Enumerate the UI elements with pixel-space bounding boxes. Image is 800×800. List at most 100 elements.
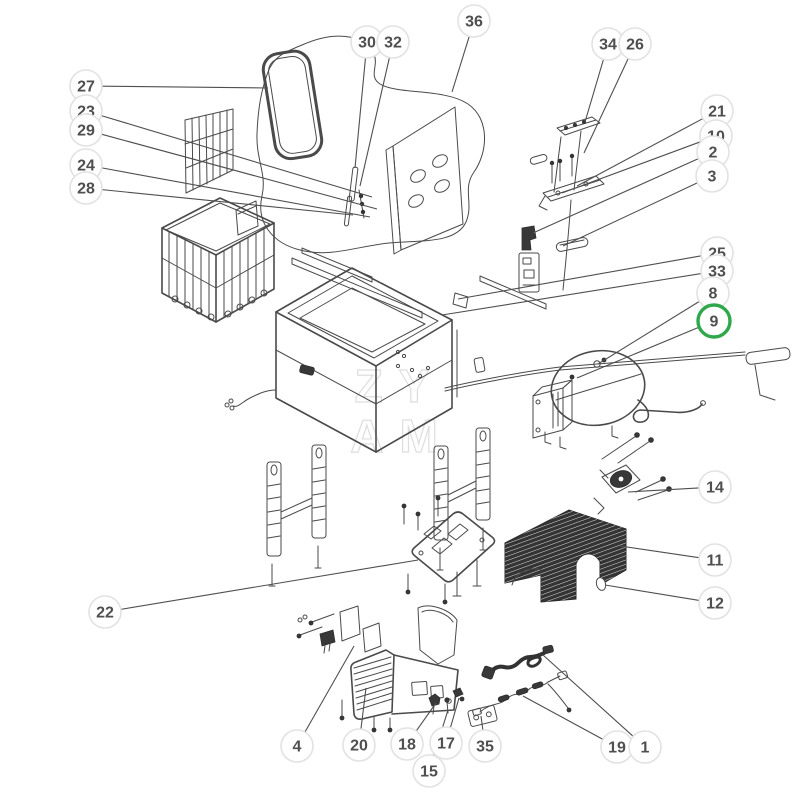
leader-line-20 bbox=[360, 687, 367, 730]
leader-line-19 bbox=[522, 695, 604, 740]
callout-ring[interactable] bbox=[280, 729, 314, 763]
leader-line-1 bbox=[542, 654, 634, 737]
lid-slide-rails bbox=[291, 247, 547, 398]
leader-line-21 bbox=[576, 118, 704, 187]
highlight-ring[interactable] bbox=[696, 303, 732, 339]
coil-grommet bbox=[595, 577, 607, 591]
callout-35[interactable]: 35 bbox=[468, 729, 502, 763]
leader-line-30 bbox=[354, 57, 367, 169]
leader-line-32 bbox=[359, 57, 390, 187]
leader-line-25 bbox=[457, 255, 702, 300]
callout-ring[interactable] bbox=[88, 595, 122, 629]
callout-4[interactable]: 4 bbox=[280, 729, 314, 763]
callout-number: 11 bbox=[707, 553, 724, 570]
compressor bbox=[532, 349, 706, 450]
callout-22[interactable]: 22 bbox=[88, 595, 122, 629]
callout-number: 22 bbox=[96, 605, 114, 622]
hinge-pin-pill bbox=[555, 237, 589, 252]
callout-ring[interactable] bbox=[698, 543, 732, 577]
callout-ring[interactable] bbox=[698, 586, 732, 620]
leader-line-2 bbox=[532, 158, 699, 234]
hinge-assembly bbox=[529, 116, 605, 291]
callout-29[interactable]: 29 bbox=[69, 113, 103, 147]
callout-number: 9 bbox=[710, 314, 719, 331]
callout-ring[interactable] bbox=[618, 27, 652, 61]
callout-9[interactable]: 9 bbox=[696, 303, 732, 339]
callout-ring[interactable] bbox=[412, 754, 446, 788]
leader-line-27 bbox=[101, 85, 269, 89]
callout-number: 35 bbox=[476, 739, 494, 756]
callout-15[interactable]: 15 bbox=[412, 754, 446, 788]
callout-12[interactable]: 12 bbox=[698, 586, 732, 620]
callout-11[interactable]: 11 bbox=[698, 543, 732, 577]
callout-17[interactable]: 17 bbox=[429, 726, 463, 760]
callout-number: 26 bbox=[626, 37, 644, 54]
leader-line-29 bbox=[101, 133, 378, 210]
condenser-coil bbox=[504, 509, 627, 603]
lid-outline bbox=[256, 35, 485, 254]
callout-number: 19 bbox=[608, 740, 626, 757]
leader-line-14 bbox=[627, 487, 700, 493]
callout-28[interactable]: 28 bbox=[69, 171, 103, 205]
leader-line-28 bbox=[101, 189, 354, 216]
callout-26[interactable]: 26 bbox=[618, 27, 652, 61]
circuit-board bbox=[518, 252, 540, 293]
callout-ring[interactable] bbox=[698, 470, 732, 504]
callout-ring[interactable] bbox=[429, 726, 463, 760]
callout-ring[interactable] bbox=[390, 727, 424, 761]
callout-number: 15 bbox=[420, 764, 438, 781]
callout-18[interactable]: 18 bbox=[390, 727, 424, 761]
callout-ring[interactable] bbox=[468, 729, 502, 763]
mounting-plate bbox=[401, 495, 496, 605]
watermark-line2: AM bbox=[350, 410, 454, 462]
leader-line-22 bbox=[120, 559, 419, 610]
callout-number: 29 bbox=[77, 123, 95, 140]
callout-36[interactable]: 36 bbox=[457, 4, 491, 38]
callout-20[interactable]: 20 bbox=[342, 728, 376, 762]
callout-32[interactable]: 32 bbox=[376, 25, 410, 59]
callout-8[interactable]: 8 bbox=[696, 276, 730, 310]
callout-number: 1 bbox=[641, 740, 650, 757]
wire-shelf bbox=[184, 108, 234, 194]
leg-bracket-left-pair bbox=[266, 444, 327, 587]
callout-number: 30 bbox=[358, 35, 376, 52]
callout-ring[interactable] bbox=[342, 728, 376, 762]
callout-ring[interactable] bbox=[376, 25, 410, 59]
thermostat-pigtail-wire bbox=[224, 389, 277, 411]
condenser-fan bbox=[593, 432, 672, 515]
leader-line-26 bbox=[583, 58, 629, 154]
switch-hardware bbox=[428, 687, 465, 715]
callout-27[interactable]: 27 bbox=[69, 69, 103, 103]
callout-1[interactable]: 1 bbox=[628, 730, 662, 764]
leader-line-3 bbox=[562, 182, 698, 247]
callout-number: 3 bbox=[708, 169, 717, 186]
hinge-bracket-black bbox=[521, 225, 537, 251]
callout-number: 8 bbox=[709, 286, 718, 303]
callout-19[interactable]: 19 bbox=[600, 730, 634, 764]
evaporator-tube bbox=[444, 347, 791, 401]
leader-line-34 bbox=[584, 59, 605, 123]
callout-14[interactable]: 14 bbox=[698, 470, 732, 504]
callout-number: 17 bbox=[437, 736, 455, 753]
callout-ring[interactable] bbox=[69, 171, 103, 205]
callout-ring[interactable] bbox=[69, 113, 103, 147]
callout-ring[interactable] bbox=[628, 730, 662, 764]
leader-line-8 bbox=[597, 300, 700, 365]
leader-line-36 bbox=[451, 36, 470, 93]
leader-lines bbox=[101, 36, 704, 756]
callout-number: 32 bbox=[384, 35, 402, 52]
callout-3[interactable]: 3 bbox=[695, 159, 729, 193]
callout-ring[interactable] bbox=[695, 159, 729, 193]
callout-number: 27 bbox=[77, 79, 95, 96]
front-cover bbox=[339, 605, 459, 733]
leader-line-35 bbox=[480, 715, 484, 731]
callout-ring[interactable] bbox=[457, 4, 491, 38]
door-gasket bbox=[261, 49, 324, 161]
callout-number: 28 bbox=[77, 181, 95, 198]
callout-34[interactable]: 34 bbox=[591, 27, 625, 61]
leader-line-9 bbox=[576, 326, 700, 379]
leader-line-17 bbox=[449, 697, 460, 728]
callout-number: 18 bbox=[398, 737, 416, 754]
